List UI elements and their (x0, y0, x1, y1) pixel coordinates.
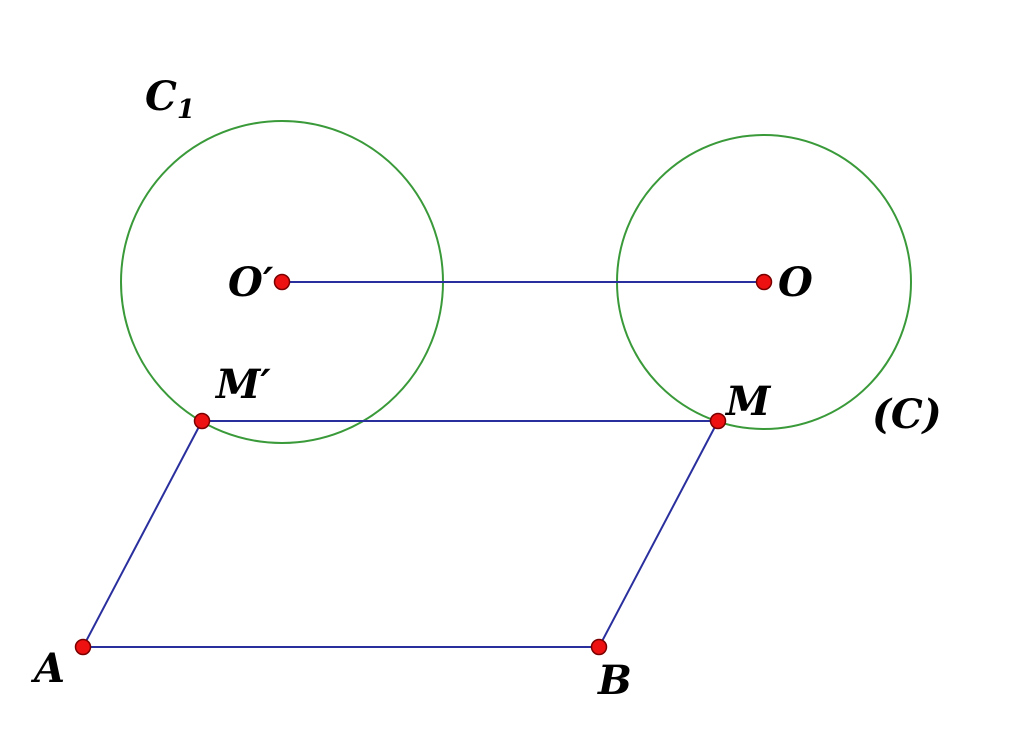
label-o: O (778, 259, 813, 306)
segment-a-m-prime (82, 420, 203, 648)
label-o-prime: O′ (228, 259, 274, 306)
label-c1-main: C (145, 73, 177, 120)
point-m (709, 412, 727, 430)
point-m-prime (193, 412, 211, 430)
point-o-prime (273, 273, 291, 291)
segment-b-m (598, 420, 719, 648)
label-a: A (30, 645, 65, 692)
point-o (755, 273, 773, 291)
label-c1-subscript: 1 (177, 95, 195, 125)
point-b (590, 638, 608, 656)
label-m-prime: M′ (214, 361, 271, 408)
label-c: (C) (872, 391, 942, 438)
label-m: M (724, 378, 772, 425)
label-c1: C1 (145, 73, 195, 125)
label-b: B (597, 657, 632, 704)
point-a (74, 638, 92, 656)
